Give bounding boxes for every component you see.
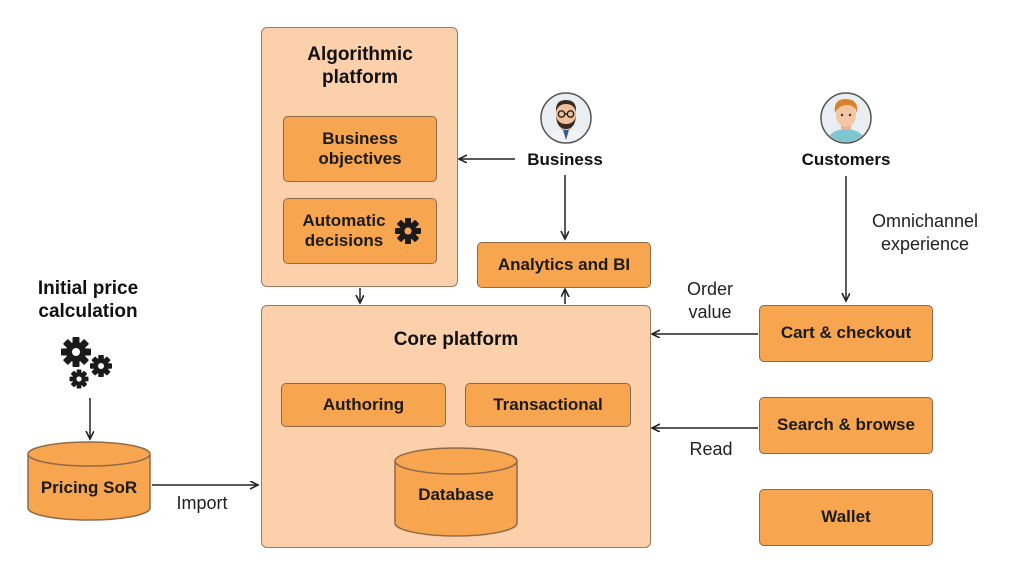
- omnichannel-label: Omnichannel experience: [871, 211, 979, 254]
- database-cylinder: [394, 447, 518, 537]
- customers-label: Customers: [801, 150, 891, 169]
- transactional-box[interactable]: Transactional: [465, 383, 631, 427]
- cart-checkout-box[interactable]: Cart & checkout: [759, 305, 933, 362]
- read-label: Read: [689, 439, 733, 459]
- pricing-sor-cylinder: [27, 441, 151, 521]
- order-value-label: Order value: [686, 279, 733, 322]
- pricing-sor-label: Pricing SoR: [40, 478, 138, 497]
- algorithmic-platform-title: Algorithmic platform: [307, 44, 413, 88]
- automatic-decisions-box[interactable]: Automatic decisions: [283, 198, 437, 264]
- automatic-decisions-label: Automatic decisions: [302, 210, 386, 250]
- business-objectives-box[interactable]: Business objectives: [283, 116, 437, 182]
- business-label: Business: [527, 150, 603, 169]
- core-platform-title: Core platform: [393, 329, 519, 350]
- gear-icon: [395, 218, 421, 244]
- import-label: Import: [176, 493, 228, 513]
- initial-price-title: Initial price calculation: [37, 278, 139, 322]
- customer-avatar-icon: [820, 92, 872, 144]
- wallet-box[interactable]: Wallet: [759, 489, 933, 546]
- database-label: Database: [418, 485, 494, 504]
- authoring-box[interactable]: Authoring: [281, 383, 446, 427]
- gears-icon: [61, 337, 112, 389]
- search-browse-box[interactable]: Search & browse: [759, 397, 933, 454]
- analytics-bi-box[interactable]: Analytics and BI: [477, 242, 651, 288]
- businessman-avatar-icon: [540, 92, 592, 144]
